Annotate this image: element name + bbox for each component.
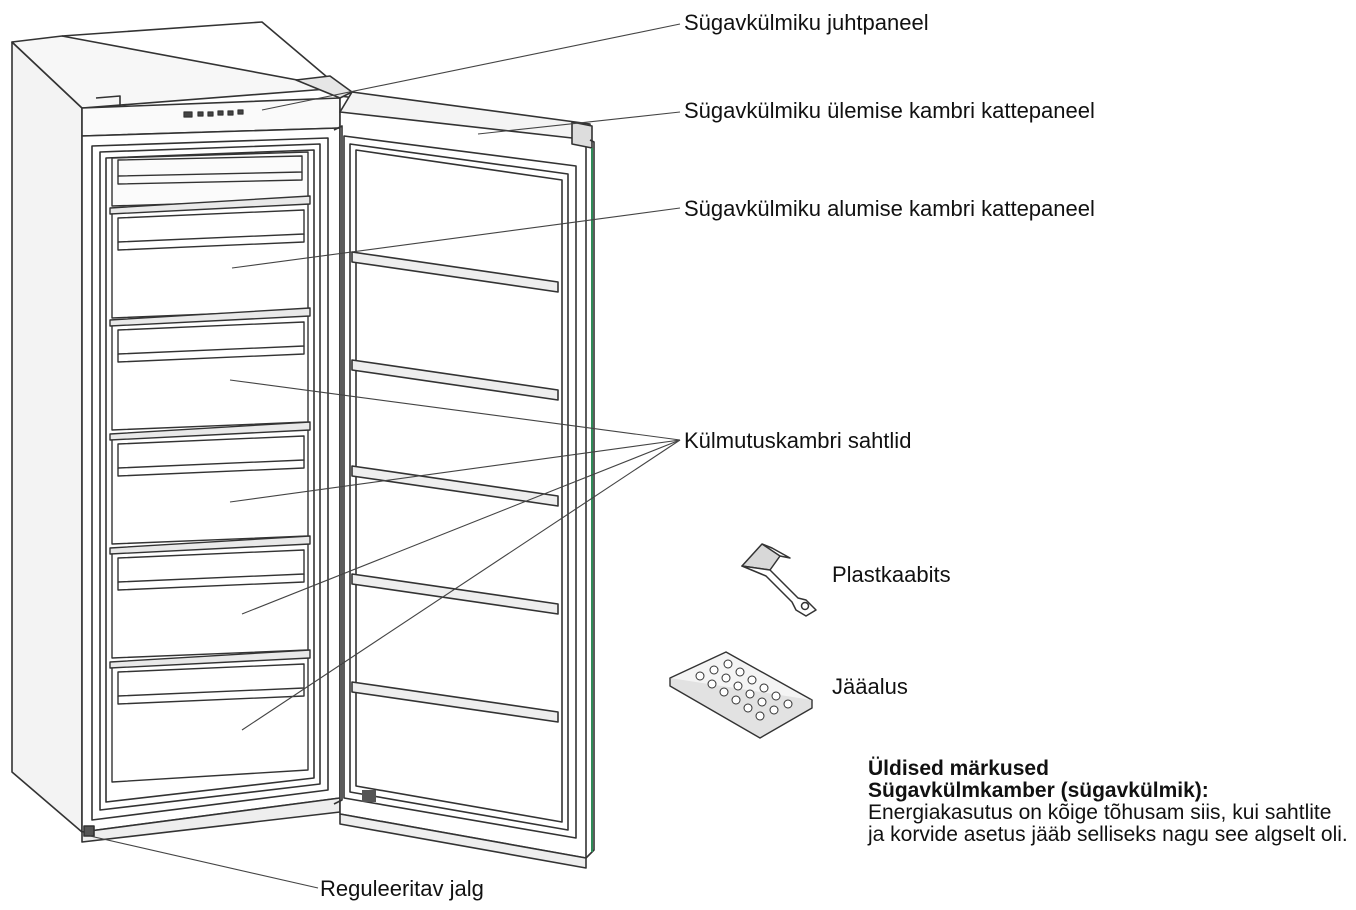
label-foot: Reguleeritav jalg	[320, 876, 484, 901]
leader-line-drawer-1	[229, 379, 681, 441]
notes-body: Energiakasutus on kõige tõhusam siis, ku…	[868, 801, 1348, 846]
label-scraper: Plastkaabits	[832, 562, 951, 587]
ice-tray-icon	[669, 651, 813, 739]
leader-line-lower-cover	[231, 207, 681, 269]
freezer-door	[295, 75, 595, 869]
control-panel-detail	[183, 109, 244, 118]
leader-line-drawer-3	[241, 439, 681, 615]
notes-subtitle: Sügavkülmkamber (sügavkülmik):	[868, 779, 1209, 802]
notes-title: Üldised märkused	[868, 757, 1049, 780]
leader-lines	[89, 23, 681, 889]
label-control-panel: Sügavkülmiku juhtpaneel	[684, 10, 929, 35]
leader-line-control-panel	[261, 23, 681, 111]
drawers-group	[109, 151, 311, 783]
label-drawers: Külmutuskambri sahtlid	[684, 428, 912, 453]
adjustable-foot-icon	[83, 825, 95, 837]
general-notes: Üldised märkused Sügavkülmkamber (sügavk…	[868, 758, 1348, 846]
leader-line-upper-cover	[477, 111, 681, 135]
label-ice-tray: Jääalus	[832, 674, 908, 699]
leader-line-drawer-4	[241, 439, 681, 731]
label-lower-cover: Sügavkülmiku alumise kambri kattepaneel	[684, 196, 1095, 221]
leader-line-drawer-2	[229, 439, 681, 503]
leader-line-foot	[89, 835, 319, 889]
label-upper-cover: Sügavkülmiku ülemise kambri kattepaneel	[684, 98, 1095, 123]
scraper-icon	[741, 543, 817, 617]
